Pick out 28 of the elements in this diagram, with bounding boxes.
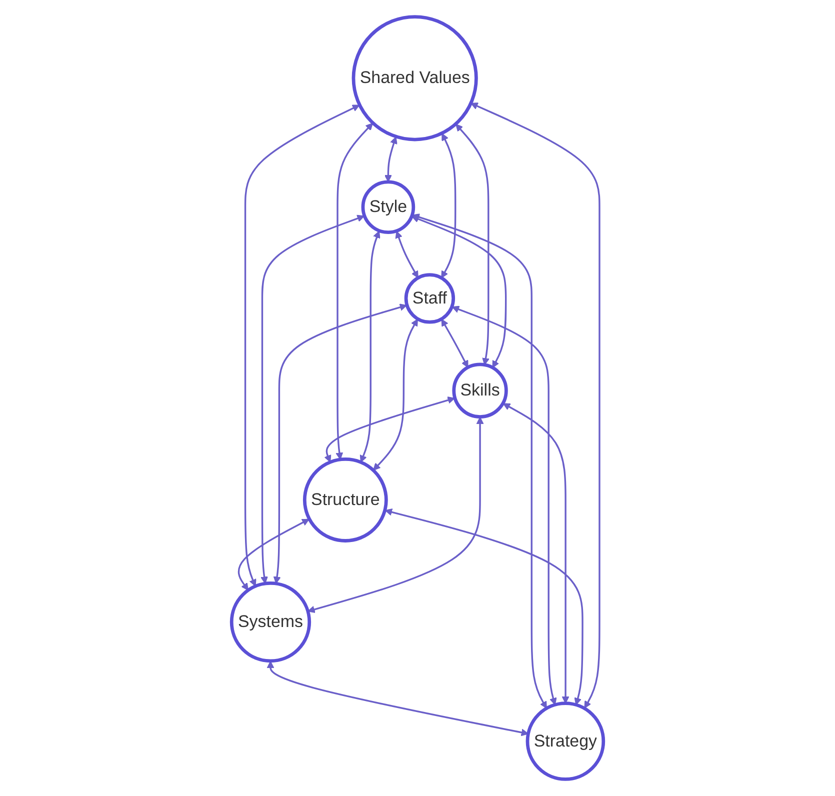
node-circle: Skills xyxy=(452,362,508,418)
node-circle: Strategy xyxy=(526,702,606,781)
arrow xyxy=(384,136,398,182)
arrow xyxy=(244,104,360,587)
arrow xyxy=(395,230,418,278)
arrow xyxy=(336,122,373,460)
node-circle: Staff xyxy=(404,273,456,324)
node-circle: Style xyxy=(361,180,416,234)
arrow xyxy=(360,230,380,463)
arrow xyxy=(470,102,600,708)
arrow xyxy=(502,403,570,704)
arrow xyxy=(441,318,468,368)
arrow xyxy=(452,306,557,706)
arrow xyxy=(412,214,547,709)
arrow xyxy=(441,133,456,278)
arrow xyxy=(266,660,529,736)
node-circle: Structure xyxy=(302,458,388,542)
arrow xyxy=(260,214,365,584)
node-circle: Systems xyxy=(230,581,312,663)
node-circle: Shared Values xyxy=(352,15,478,142)
arrow xyxy=(238,518,310,591)
arrow xyxy=(273,304,408,584)
arrow xyxy=(373,318,418,471)
arrow xyxy=(412,216,507,368)
arrow xyxy=(456,124,490,366)
arrow xyxy=(308,416,484,614)
arrow xyxy=(324,396,455,462)
arrow xyxy=(384,508,584,706)
